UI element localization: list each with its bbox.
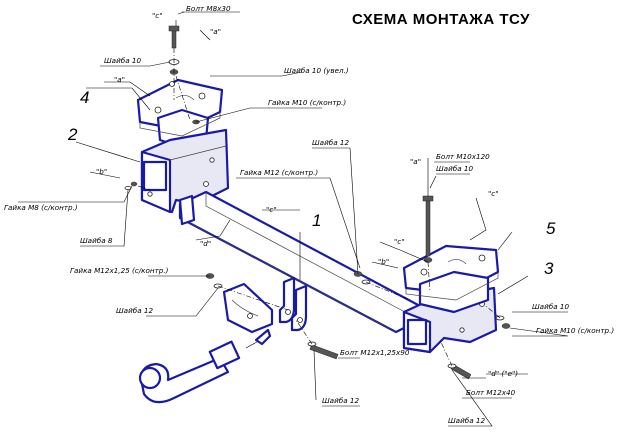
label-nut-m8: Гайка М8 (с/контр.) bbox=[4, 203, 78, 212]
callout-c-right: "с" bbox=[394, 237, 405, 246]
label-bolt-m12x40: Болт М12х40 bbox=[466, 388, 516, 397]
callout-a-right: "а" bbox=[410, 157, 421, 166]
tow-ball bbox=[138, 328, 272, 404]
part-number-3: 3 bbox=[544, 259, 554, 278]
callout-d-mid: "d" bbox=[200, 239, 211, 248]
label-washer-8: Шайба 8 bbox=[80, 236, 113, 245]
label-washer-12-bottom-right: Шайба 12 bbox=[448, 416, 485, 425]
callout-c-right-2: "с" bbox=[488, 189, 499, 198]
label-nut-m12-top: Гайка М12 (с/контр.) bbox=[240, 168, 318, 177]
part-1-ballmount-plates bbox=[278, 276, 308, 332]
label-washer-10-top: Шайба 10 bbox=[104, 56, 141, 65]
label-nut-m10-lower-right: Гайка М10 (с/контр.) bbox=[536, 326, 614, 335]
label-washer-10-right: Шайба 10 bbox=[436, 164, 473, 173]
label-nut-m12x125: Гайка М12х1,25 (с/контр.) bbox=[70, 266, 169, 275]
label-washer-12-left: Шайба 12 bbox=[116, 306, 153, 315]
callout-b-left: "b" bbox=[96, 167, 107, 176]
label-bolt-m10x120: Болт М10х120 bbox=[436, 152, 490, 161]
part-number-2: 2 bbox=[67, 125, 78, 144]
label-nut-m10-top: Гайка М10 (с/контр.) bbox=[268, 98, 346, 107]
callout-a-top: "а" bbox=[210, 27, 221, 36]
leader-lines bbox=[18, 11, 569, 427]
diagram-title: СХЕМА МОНТАЖА ТСУ bbox=[352, 11, 530, 28]
part-5-right-plate bbox=[402, 244, 500, 314]
callout-b-right: "b" bbox=[378, 257, 389, 266]
part-number-4: 4 bbox=[80, 88, 89, 107]
assembly-lines bbox=[137, 48, 501, 367]
part-number-1: 1 bbox=[312, 211, 321, 230]
label-washer-12-top: Шайба 12 bbox=[312, 138, 349, 147]
part-number-5: 5 bbox=[546, 219, 556, 238]
label-bolt-m12x125x90: Болт М12х1,25х90 bbox=[340, 348, 410, 357]
callout-c-mid: "с" bbox=[266, 205, 277, 214]
callout-a-left: "а" bbox=[114, 75, 125, 84]
callout-c-top: "с" bbox=[152, 11, 163, 20]
label-washer-10-uvel: Шайба 10 (увел.) bbox=[284, 66, 349, 75]
label-bolt-m8x30: Болт М8х30 bbox=[186, 4, 231, 13]
side-plate-left bbox=[222, 282, 274, 334]
label-washer-10-lower-right: Шайба 10 bbox=[532, 302, 569, 311]
callout-d-e-right: "d" ("е") bbox=[488, 369, 518, 378]
label-washer-12-bottom: Шайба 12 bbox=[322, 396, 359, 405]
